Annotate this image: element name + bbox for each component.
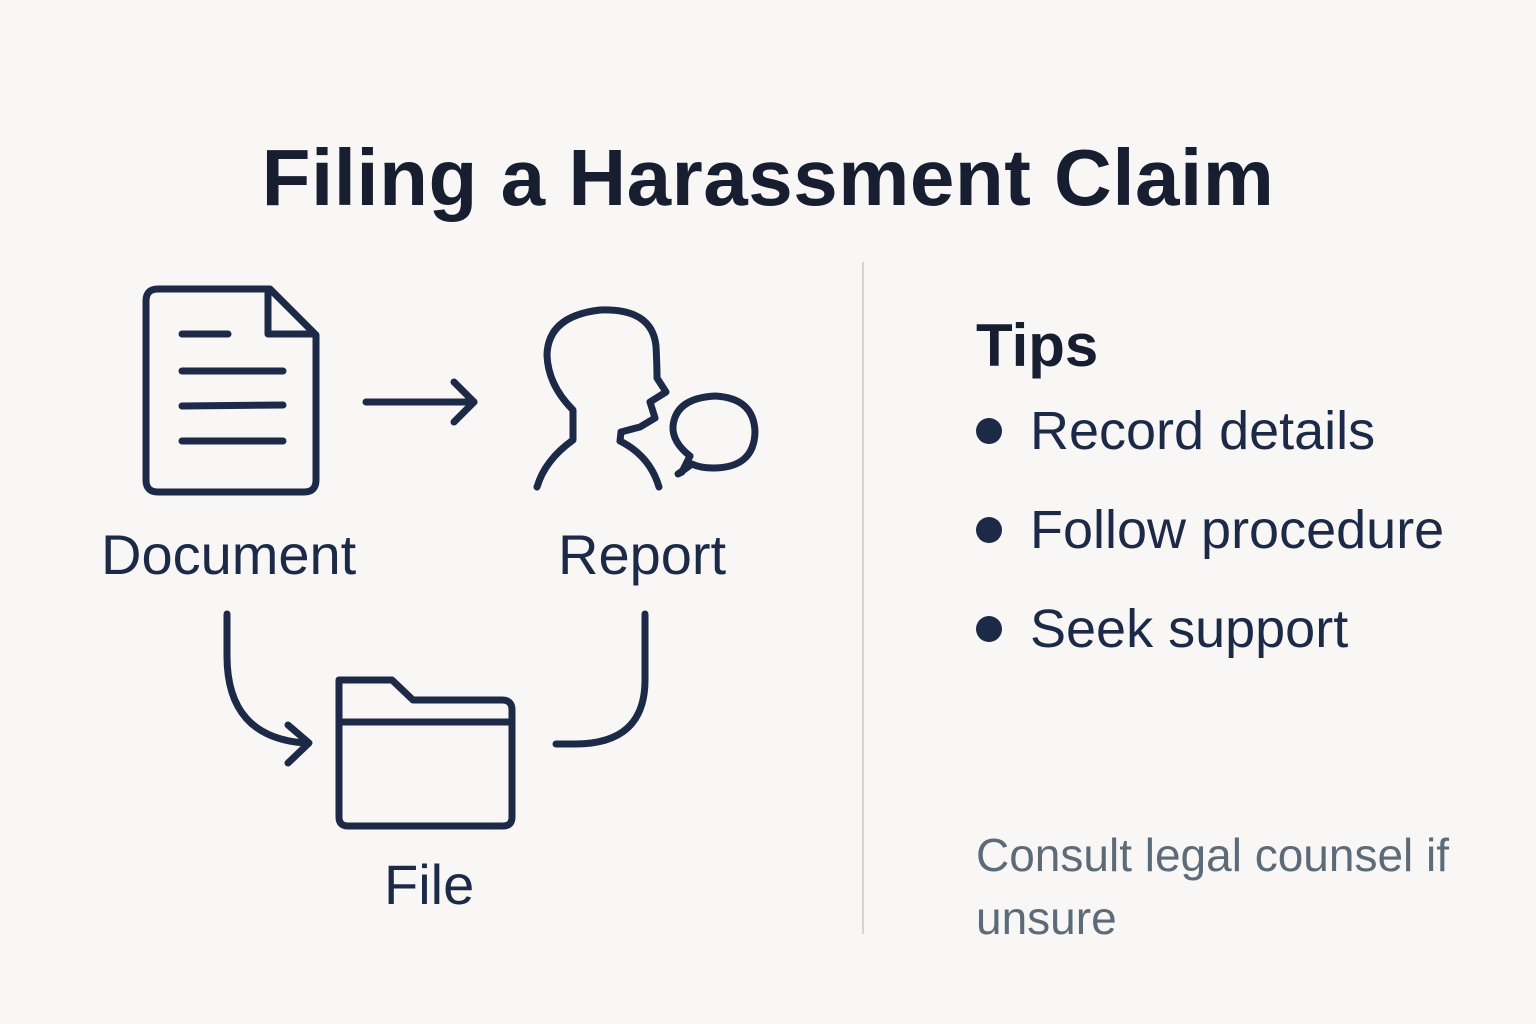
tip-label: Follow procedure: [1030, 499, 1445, 560]
process-diagram: Document Report File: [101, 285, 759, 916]
page-title: Filing a Harassment Claim: [261, 132, 1275, 222]
bullet-icon: [976, 615, 1002, 642]
step-label-file: File: [384, 853, 475, 916]
document-icon: [142, 285, 320, 496]
tip-label: Record details: [1030, 400, 1376, 461]
bullet-icon: [976, 516, 1002, 543]
tips-title: Tips: [976, 312, 1099, 379]
arrow-right-icon: [362, 378, 478, 426]
person-speaking-icon: [533, 306, 759, 491]
legal-note: Consult legal counsel if unsure: [976, 829, 1450, 944]
vertical-divider: [862, 262, 864, 934]
curved-arrow-icon: [223, 610, 313, 767]
curved-connector-icon: [552, 610, 649, 748]
tips-list: Record details Follow procedure Seek sup…: [976, 381, 1496, 678]
tip-item: Follow procedure: [976, 480, 1496, 579]
bullet-icon: [976, 417, 1002, 444]
tip-item: Record details: [976, 381, 1496, 480]
step-label-report: Report: [558, 523, 727, 586]
tip-item: Seek support: [976, 579, 1496, 678]
tip-label: Seek support: [1030, 598, 1349, 659]
folder-icon: [335, 676, 516, 830]
step-label-document: Document: [101, 523, 357, 586]
tips-panel: Tips Record details Follow procedure See…: [976, 310, 1496, 678]
